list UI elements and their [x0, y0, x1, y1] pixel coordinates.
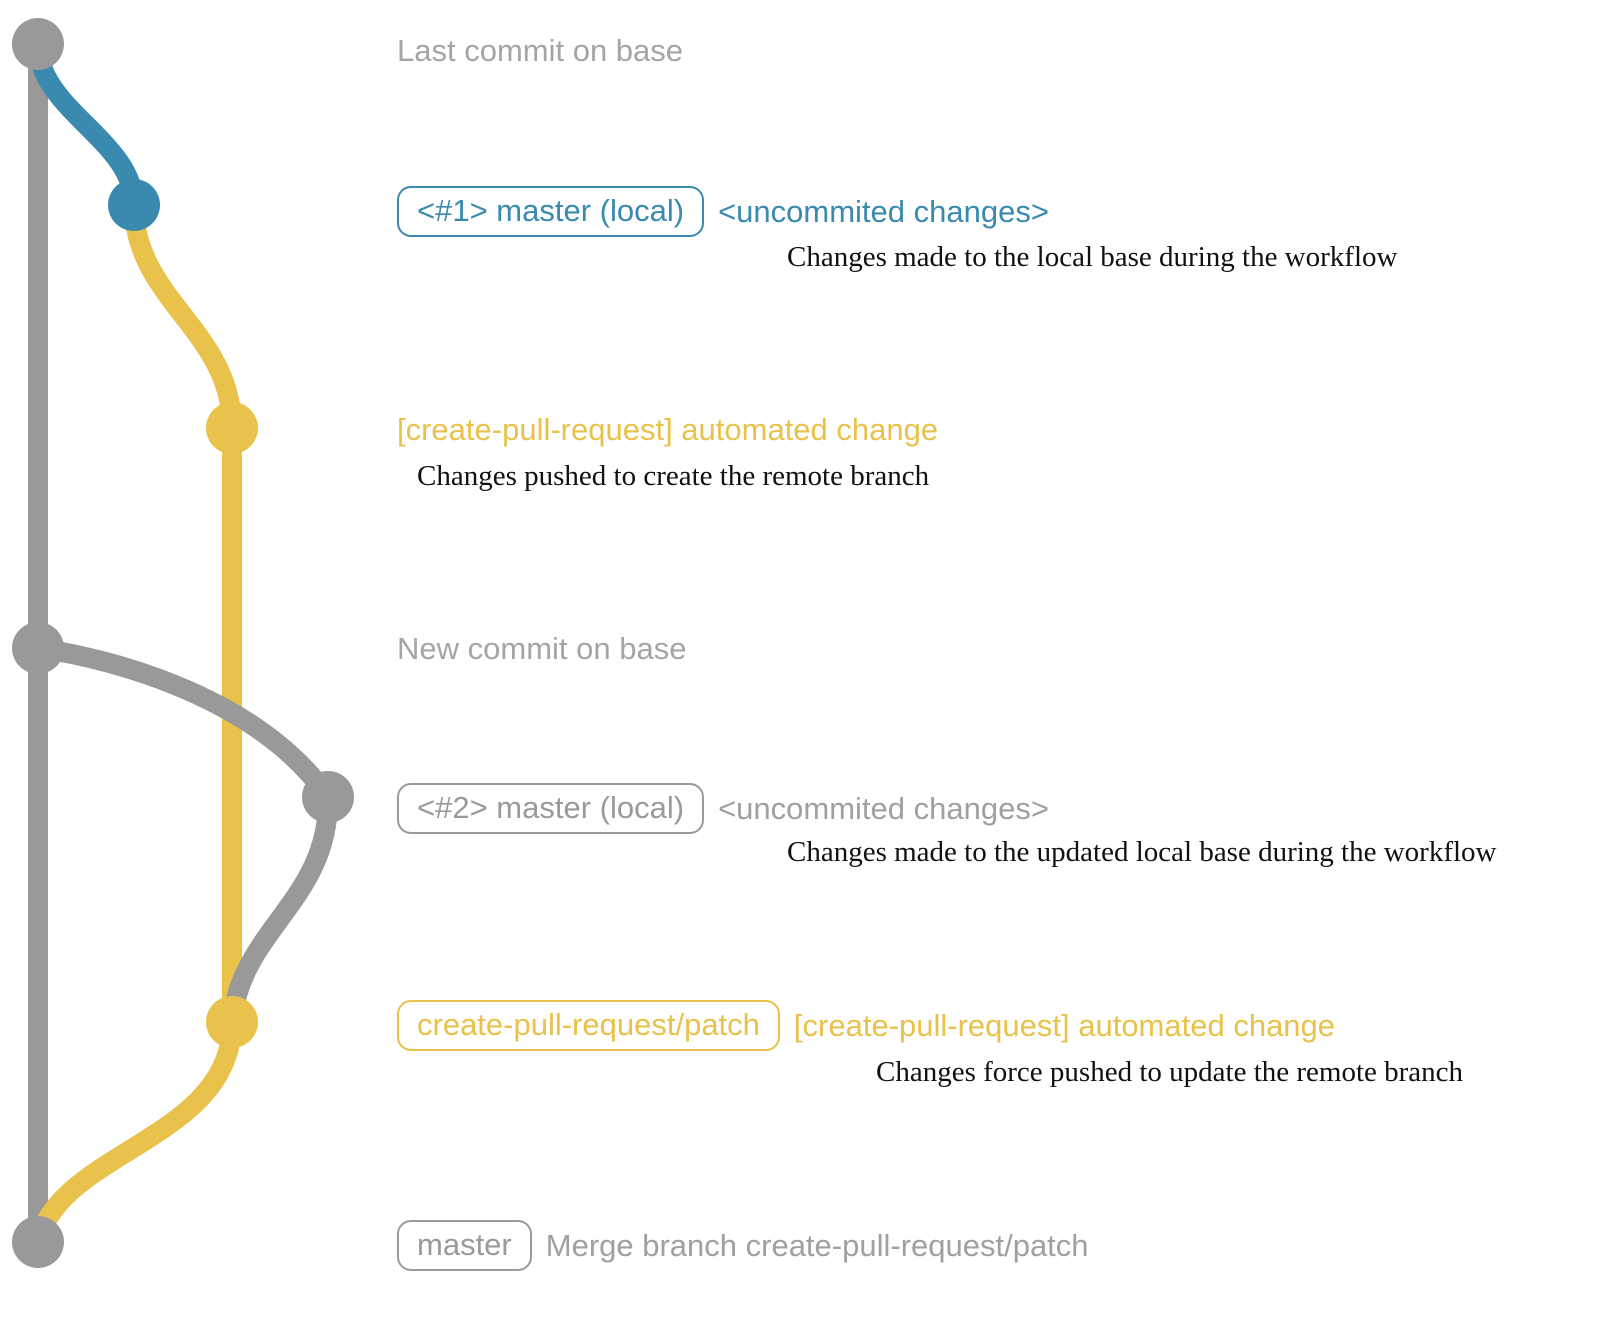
label-automated-change-1: [create-pull-request] automated change: [397, 412, 939, 447]
row-master-local-1: <#1> master (local) <uncommited changes>: [397, 186, 1049, 237]
commit-node-local-1[interactable]: [108, 179, 160, 231]
row-merge-commit: master Merge branch create-pull-request/…: [397, 1220, 1089, 1271]
badge-master-local-2[interactable]: <#2> master (local): [397, 783, 705, 834]
note-master-local-1: Changes made to the local base during th…: [787, 241, 1398, 273]
commit-node-merge[interactable]: [12, 1216, 64, 1268]
badge-create-pull-request-patch[interactable]: create-pull-request/patch: [397, 1000, 780, 1051]
badge-master[interactable]: master: [397, 1220, 532, 1271]
row-master-local-2: <#2> master (local) <uncommited changes>: [397, 783, 1049, 834]
note-automated-change-2: Changes force pushed to update the remot…: [876, 1056, 1464, 1088]
commit-node-remote-2[interactable]: [206, 996, 258, 1048]
branch-line-remote-1: [124, 195, 242, 438]
badge-master-local-1[interactable]: <#1> master (local): [397, 186, 705, 237]
branch-line-local-2-out: [28, 638, 338, 807]
label-last-commit-on-base: Last commit on base: [397, 33, 684, 68]
note-automated-change-1: Changes pushed to create the remote bran…: [417, 460, 930, 492]
subject-master-local-1: <uncommited changes>: [718, 194, 1049, 229]
branch-line-merge: [28, 1012, 242, 1252]
commit-node-remote-1[interactable]: [206, 402, 258, 454]
commit-node-last-base[interactable]: [12, 18, 64, 70]
commit-node-new-base[interactable]: [12, 622, 64, 674]
branch-line-local-2-in: [222, 787, 339, 1032]
label-new-commit-on-base: New commit on base: [397, 631, 687, 666]
subject-automated-change-2: [create-pull-request] automated change: [793, 1008, 1336, 1043]
subject-merge-commit: Merge branch create-pull-request/patch: [545, 1228, 1089, 1263]
note-master-local-2: Changes made to the updated local base d…: [787, 836, 1497, 868]
commit-node-local-2[interactable]: [302, 771, 354, 823]
subject-master-local-2: <uncommited changes>: [718, 791, 1049, 826]
branch-line-local-1: [28, 34, 144, 215]
commit-graph: [12, 18, 354, 1268]
row-automated-change-2: create-pull-request/patch [create-pull-r…: [397, 1000, 1335, 1051]
